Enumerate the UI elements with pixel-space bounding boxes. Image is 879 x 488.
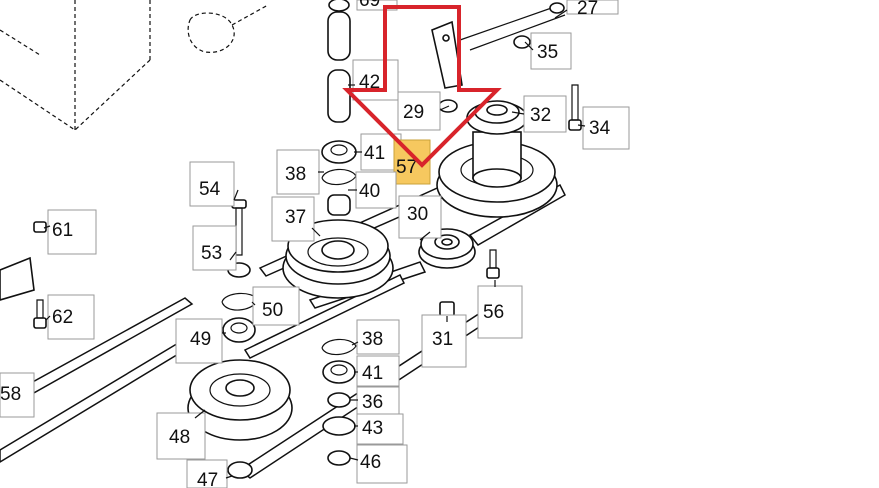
label-50: 50 bbox=[262, 300, 283, 321]
bearing-stack-bottom bbox=[321, 338, 357, 466]
label-38-bottom: 38 bbox=[362, 329, 383, 350]
label-43: 43 bbox=[362, 418, 383, 439]
spacer-tubes bbox=[327, 0, 351, 123]
label-41-bottom: 41 bbox=[362, 363, 383, 384]
label-57: 57 bbox=[396, 157, 417, 178]
idler-bracket bbox=[431, 4, 566, 89]
idler-pulley-30 bbox=[418, 228, 476, 269]
label-56: 56 bbox=[483, 302, 504, 323]
label-69: 69 bbox=[359, 0, 380, 11]
label-35: 35 bbox=[537, 42, 558, 63]
pulley-48 bbox=[187, 359, 293, 479]
bearing-49 bbox=[221, 292, 259, 343]
left-bracket bbox=[0, 221, 47, 329]
label-47: 47 bbox=[197, 470, 218, 488]
label-62: 62 bbox=[52, 307, 73, 328]
pulley-32 bbox=[436, 100, 558, 218]
leader-lines bbox=[43, 9, 586, 479]
bearing-stack-top bbox=[321, 140, 357, 216]
label-36: 36 bbox=[362, 392, 383, 413]
label-34: 34 bbox=[589, 118, 611, 139]
label-58: 58 bbox=[0, 384, 21, 405]
label-42: 42 bbox=[359, 72, 380, 93]
label-37: 37 bbox=[285, 207, 306, 228]
label-29: 29 bbox=[403, 102, 424, 123]
label-46: 46 bbox=[360, 452, 381, 473]
label-27: 27 bbox=[577, 0, 598, 19]
label-32: 32 bbox=[530, 105, 551, 126]
label-54: 54 bbox=[199, 179, 221, 200]
label-31: 31 bbox=[432, 329, 453, 350]
red-arrow-pointer bbox=[342, 5, 502, 168]
label-30: 30 bbox=[407, 204, 428, 225]
housing-outline bbox=[0, 0, 269, 131]
label-41-top: 41 bbox=[364, 143, 385, 164]
label-48: 48 bbox=[169, 427, 190, 448]
label-40: 40 bbox=[359, 181, 380, 202]
label-49: 49 bbox=[190, 329, 211, 350]
label-38-top: 38 bbox=[285, 164, 306, 185]
label-61: 61 bbox=[52, 220, 73, 241]
label-53: 53 bbox=[201, 243, 222, 264]
callouts: 69 27 35 42 29 32 34 41 57 38 40 54 30 3… bbox=[0, 0, 630, 488]
